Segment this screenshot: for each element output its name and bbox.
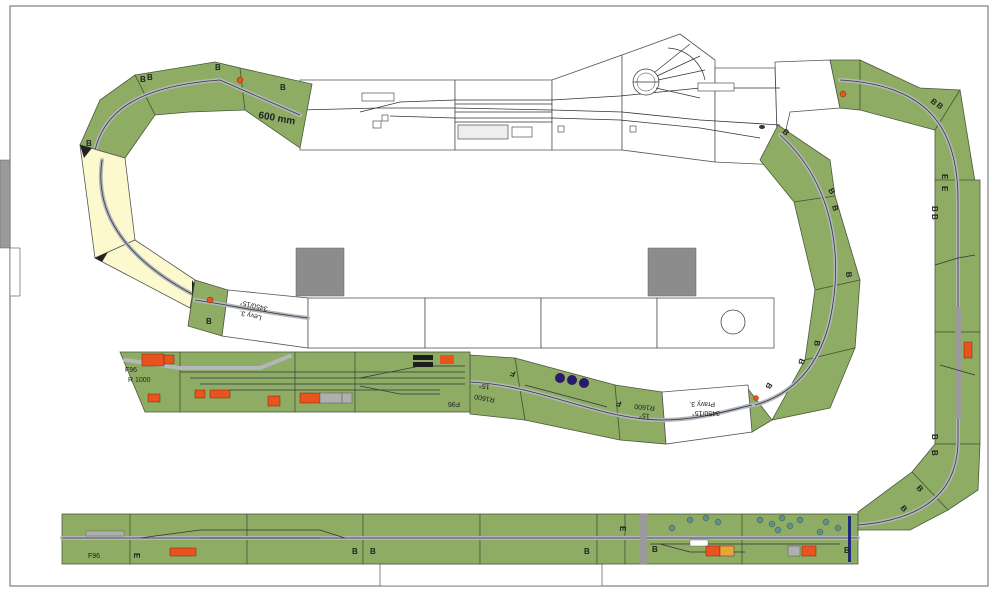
module-label-b: B <box>929 97 939 108</box>
module-label-b: B <box>930 214 939 220</box>
module-label-b: B <box>935 101 945 112</box>
module-label-b: B <box>914 484 925 494</box>
module-label-e: E <box>618 526 627 532</box>
door-left <box>0 159 11 249</box>
top-left-curve <box>79 61 313 159</box>
f96-label: F96 <box>88 553 100 560</box>
right-inner-curve <box>734 124 861 433</box>
module-label-b: B <box>140 75 146 84</box>
module-label-b: B <box>830 204 840 212</box>
right-turnout-label: Pravy 3. <box>689 400 715 407</box>
module-label-b: B <box>812 340 822 347</box>
module-label-b: B <box>652 545 658 554</box>
module-label-b: B <box>280 83 286 92</box>
module-label-b: B <box>215 63 221 72</box>
module-label-b: B <box>781 127 792 138</box>
trees <box>668 514 842 536</box>
module-label-b: B <box>147 73 153 82</box>
middle-white-run <box>187 279 775 349</box>
f96-label: F96 <box>448 400 460 407</box>
r1600-label: R1600 <box>634 402 655 411</box>
angle-label: 15° <box>639 411 650 420</box>
column-right <box>647 247 697 297</box>
module-label-b: B <box>584 547 590 556</box>
module-label-b: B <box>930 450 939 456</box>
module-label-f: F <box>615 398 623 408</box>
module-label-b: B <box>763 381 774 391</box>
module-label-b: B <box>796 357 807 366</box>
right-outer-run <box>829 59 981 531</box>
left-curve-yellow <box>79 144 200 309</box>
door-bottom <box>379 563 603 587</box>
column-left <box>295 247 345 297</box>
module-label-b: B <box>930 206 939 212</box>
module-label-b: B <box>844 546 850 555</box>
module-label-f: F <box>509 368 517 378</box>
middle-yard <box>119 351 471 413</box>
module-label-b: B <box>370 547 376 556</box>
bottom-run <box>60 513 860 565</box>
door-left-lower <box>9 247 21 297</box>
module-label-e: E <box>132 553 141 559</box>
r1600-label: R1600 <box>474 392 496 402</box>
f96-label: F96 <box>125 367 137 374</box>
module-label-b: B <box>352 547 358 556</box>
module-label-b: B <box>206 317 212 326</box>
module-label-b: B <box>930 434 939 440</box>
top-station <box>299 33 841 166</box>
angle-label: 15° <box>478 381 490 391</box>
middle-curved-run <box>468 354 754 445</box>
module-label-b: B <box>826 187 837 197</box>
right-turnout-angle-label: 3450/15° <box>692 409 720 417</box>
module-label-b: B <box>844 271 853 278</box>
module-label-b: B <box>86 139 92 148</box>
module-label-b: B <box>898 504 909 514</box>
module-label-e: E <box>940 186 949 192</box>
module-label-e: E <box>940 174 949 180</box>
r1000-label: R 1000 <box>128 377 151 384</box>
